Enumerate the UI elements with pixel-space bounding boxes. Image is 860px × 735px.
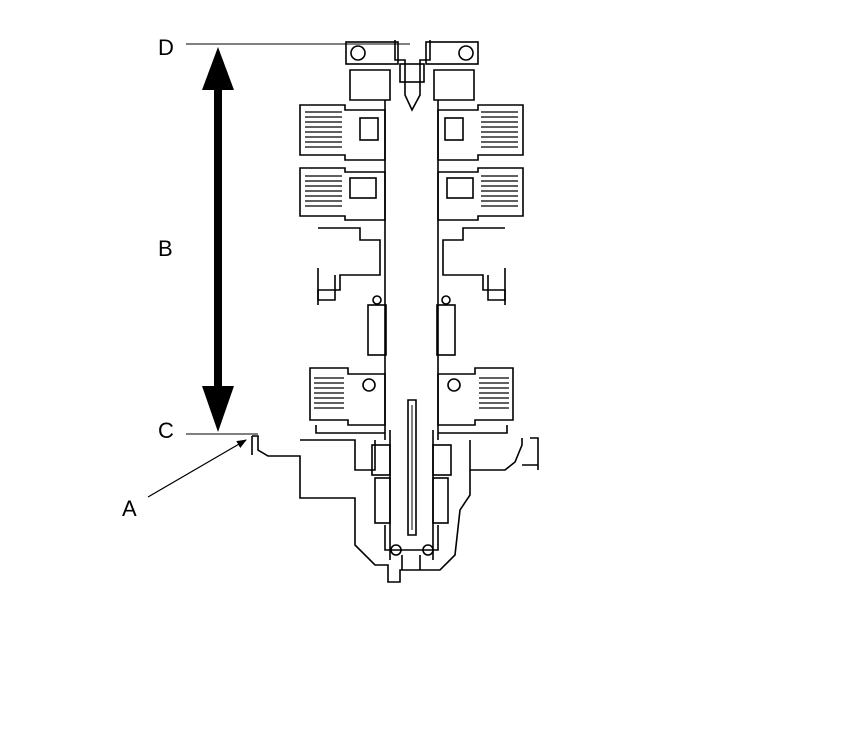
label-b: B: [158, 236, 173, 261]
label-a: A: [122, 496, 137, 521]
label-d: D: [158, 35, 174, 60]
label-c: C: [158, 418, 174, 443]
dimension-arrow-b: [202, 47, 234, 432]
leader-arrow-a: [147, 439, 247, 498]
transmission-assembly: [251, 40, 539, 583]
